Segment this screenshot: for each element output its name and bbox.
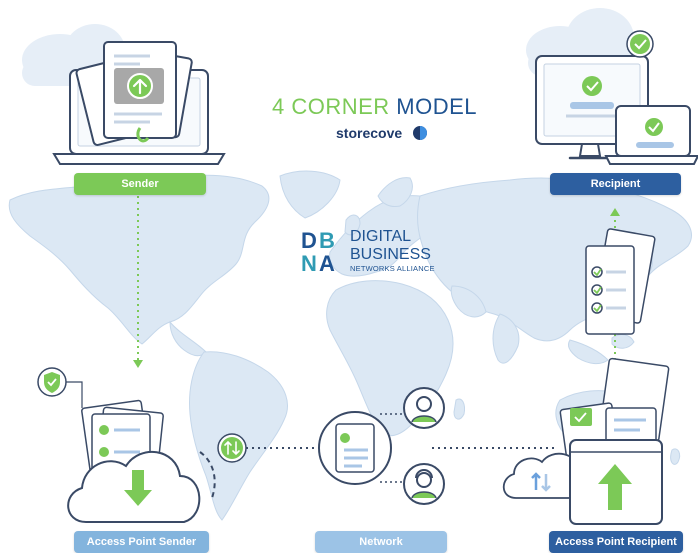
connector-sender-to-aps bbox=[133, 196, 143, 368]
upload-box-icon bbox=[569, 439, 663, 525]
svg-text:A: A bbox=[319, 251, 335, 276]
user-female-icon bbox=[403, 387, 445, 429]
dbna-logo-mark: D B N A bbox=[301, 228, 335, 276]
title-part-1: 4 CORNER bbox=[272, 94, 397, 119]
network-label: Network bbox=[315, 531, 447, 553]
svg-text:N: N bbox=[301, 251, 317, 276]
user-headset-icon bbox=[403, 463, 445, 505]
upload-arrow-icon bbox=[127, 73, 153, 99]
cloud-download-icon bbox=[67, 450, 216, 523]
dbna-logo-text: DIGITAL BUSINESS NETWORKS ALLIANCE bbox=[350, 228, 470, 274]
svg-text:B: B bbox=[319, 228, 335, 253]
sender-label: Sender bbox=[74, 173, 206, 195]
access-point-recipient-label: Access Point Recipient bbox=[549, 531, 683, 553]
network-document-icon bbox=[318, 411, 392, 485]
connector-network bbox=[246, 413, 556, 483]
laptop-small-icon bbox=[604, 105, 698, 165]
dbna-line-2: BUSINESS bbox=[350, 246, 431, 263]
connector-aps-shield bbox=[66, 381, 83, 408]
access-point-sender-label: Access Point Sender bbox=[74, 531, 209, 553]
storecove-logo-text: storecove bbox=[336, 125, 403, 141]
svg-text:D: D bbox=[301, 228, 317, 253]
page-title: 4 CORNER MODEL bbox=[272, 94, 477, 120]
dbna-line-3: NETWORKS ALLIANCE bbox=[350, 264, 435, 273]
dbna-line-1: DIGITAL bbox=[350, 228, 412, 245]
shield-check-icon bbox=[37, 367, 67, 397]
checkmark-badge-icon bbox=[626, 30, 654, 58]
checklist-icon bbox=[585, 228, 656, 335]
storecove-logo-mark bbox=[413, 126, 427, 140]
title-part-2: MODEL bbox=[396, 94, 478, 119]
transfer-arrows-icon bbox=[217, 433, 247, 463]
recipient-label: Recipient bbox=[550, 173, 681, 195]
